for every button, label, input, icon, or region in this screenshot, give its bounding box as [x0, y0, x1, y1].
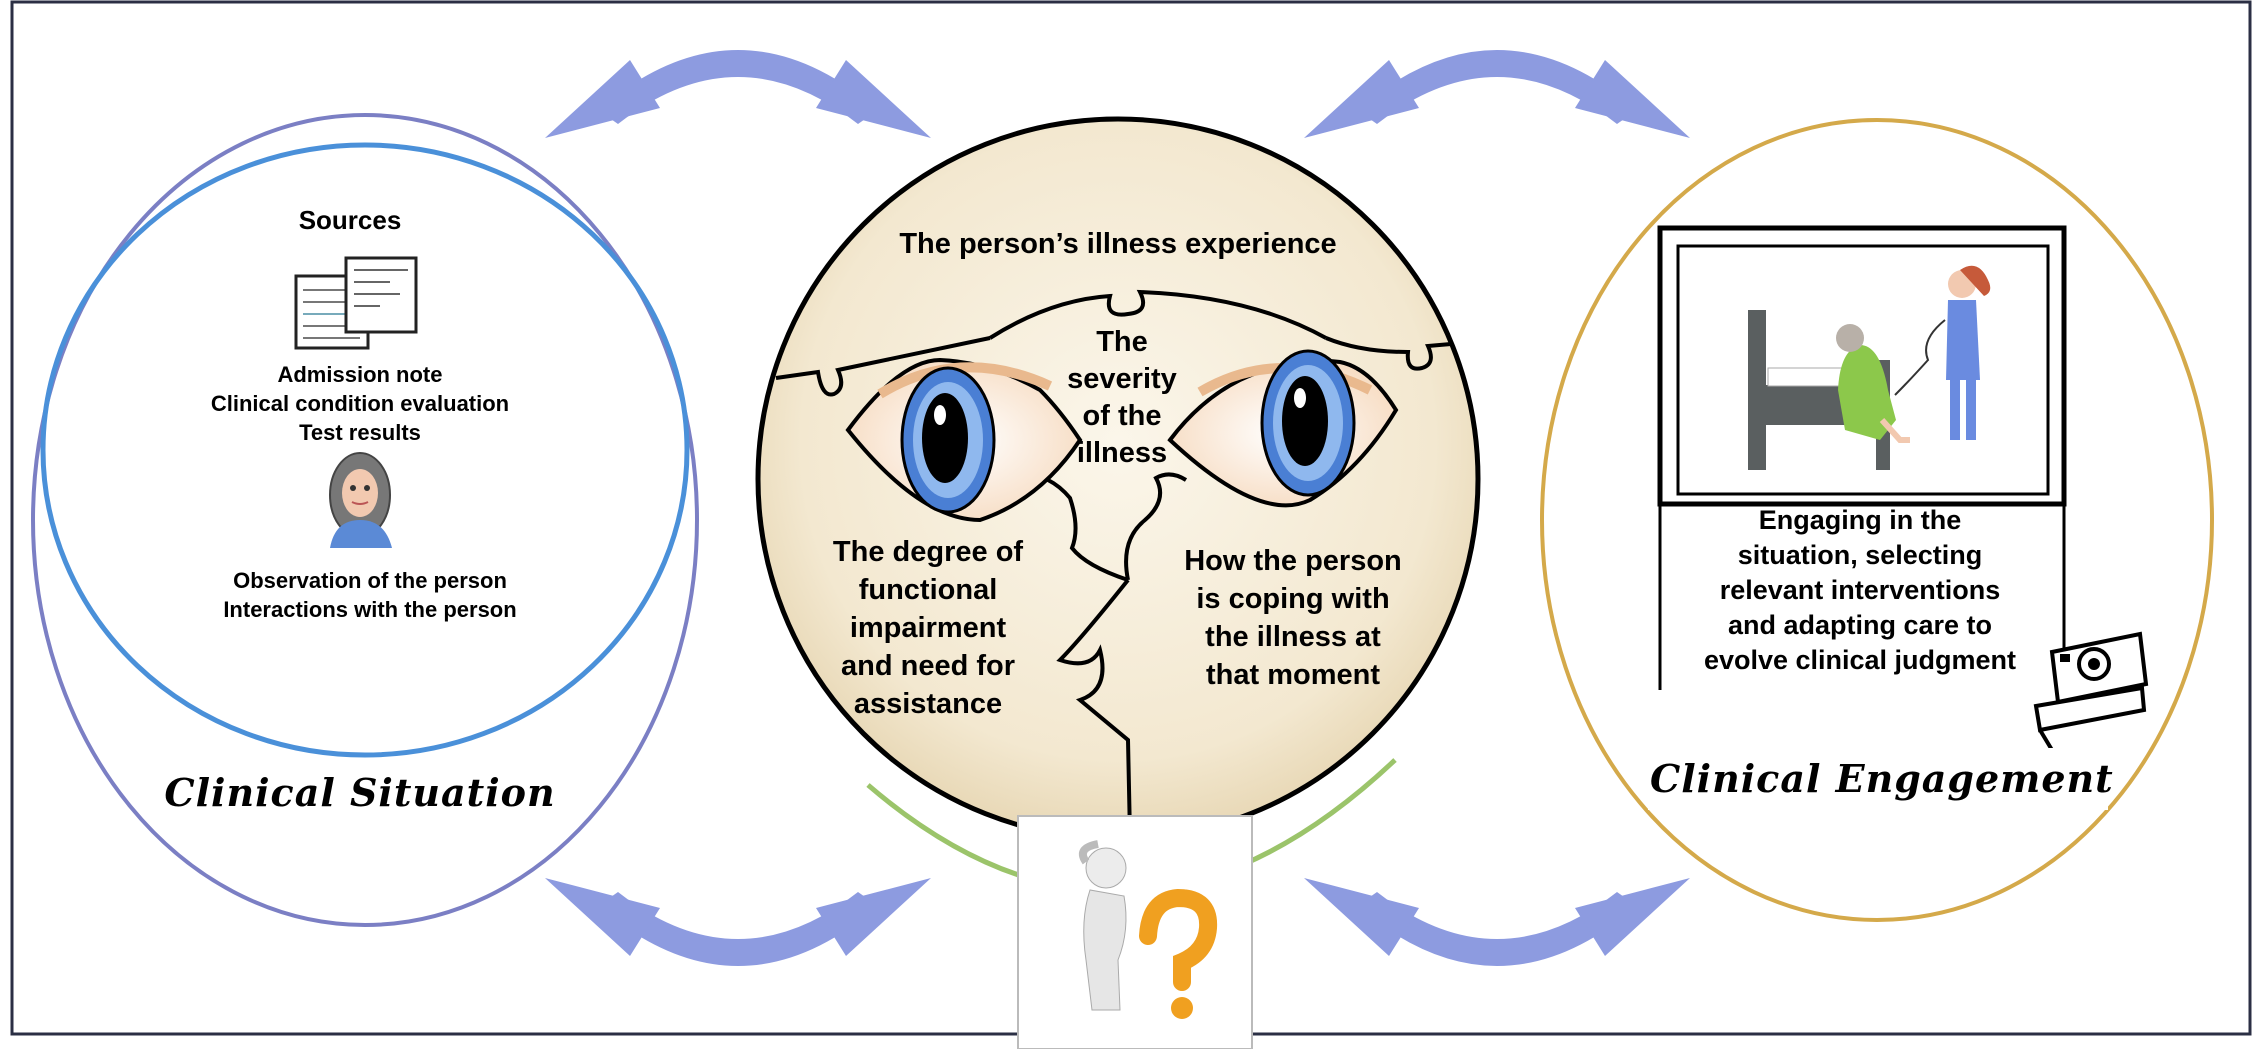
functional-line-5: assistance: [808, 688, 1048, 721]
engagement-line-4: and adapting care to: [1690, 610, 2030, 641]
coping-line-1: How the person: [1158, 545, 1428, 578]
patient-avatar-icon: [330, 453, 392, 548]
thinking-person-icon: [1018, 816, 1252, 1049]
camera-icon: [2036, 634, 2146, 750]
situation-inner-ellipse: [43, 145, 687, 755]
clinical-engagement-heading: Clinical Engagement: [1650, 756, 2110, 801]
severity-line-2: severity: [1022, 363, 1222, 396]
engagement-line-2: situation, selecting: [1690, 540, 2030, 571]
severity-line-1: The: [1022, 326, 1222, 359]
coping-line-4: that moment: [1158, 659, 1428, 692]
sources-title: Sources: [250, 205, 450, 236]
bottom-right-arrow: [1304, 878, 1690, 966]
clinical-situation-heading: Clinical Situation: [150, 770, 570, 815]
engagement-line-5: evolve clinical judgment: [1690, 645, 2030, 676]
functional-line-2: functional: [808, 574, 1048, 607]
source-observation: Observation of the person: [170, 568, 570, 594]
functional-line-4: and need for: [808, 650, 1048, 683]
source-clinical-evaluation: Clinical condition evaluation: [160, 391, 560, 417]
illness-experience-label: The person’s illness experience: [838, 228, 1398, 261]
top-left-arrow: [545, 50, 931, 138]
severity-line-4: illness: [1022, 437, 1222, 470]
engagement-line-1: Engaging in the: [1690, 505, 2030, 536]
source-admission-note: Admission note: [160, 362, 560, 388]
source-test-results: Test results: [160, 420, 560, 446]
source-interactions: Interactions with the person: [170, 597, 570, 623]
top-right-arrow: [1304, 50, 1690, 138]
severity-line-3: of the: [1022, 400, 1222, 433]
engagement-line-3: relevant interventions: [1690, 575, 2030, 606]
documents-icon: [296, 258, 416, 348]
functional-line-1: The degree of: [808, 536, 1048, 569]
coping-line-2: is coping with: [1158, 583, 1428, 616]
functional-line-3: impairment: [808, 612, 1048, 645]
coping-line-3: the illness at: [1158, 621, 1428, 654]
bottom-left-arrow: [545, 878, 931, 966]
